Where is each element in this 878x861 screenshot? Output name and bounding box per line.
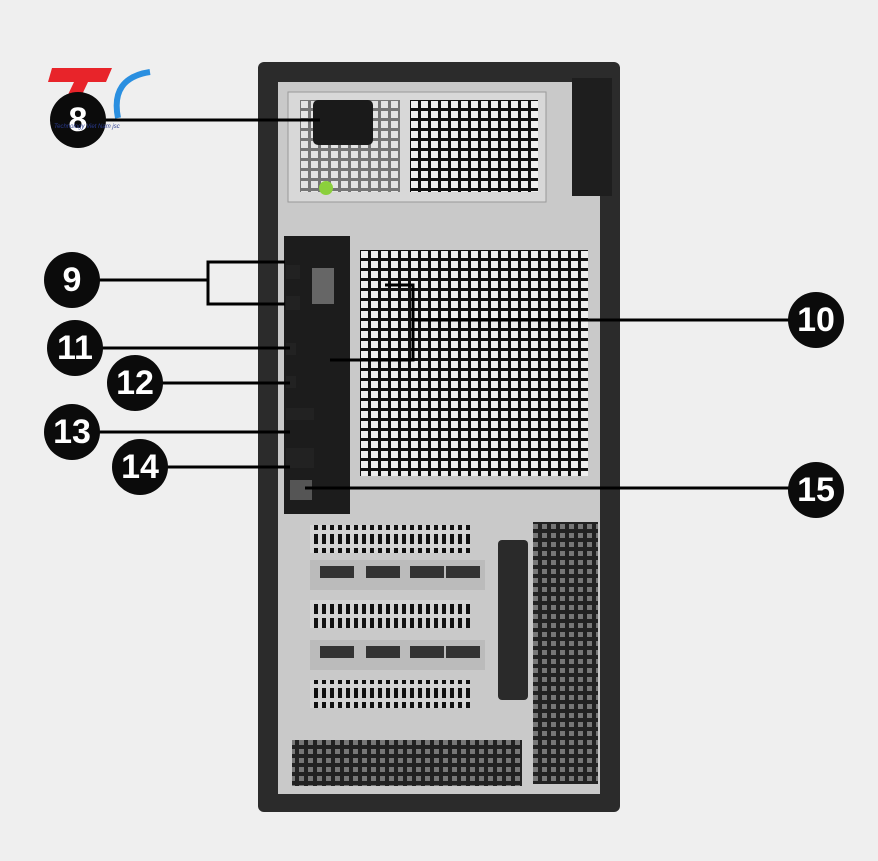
callout-8: 8	[50, 92, 106, 148]
callout-11: 11	[47, 320, 103, 376]
callout-9: 9	[44, 252, 100, 308]
callout-10: 10	[788, 292, 844, 348]
power-socket	[313, 100, 373, 145]
callout-12: 12	[107, 355, 163, 411]
leader-lines	[98, 118, 790, 490]
callout-13: 13	[44, 404, 100, 460]
callout-15: 15	[788, 462, 844, 518]
logo-text: Technology Viet Nam jsc	[54, 124, 120, 130]
psu-led	[319, 181, 333, 195]
callout-14: 14	[112, 439, 168, 495]
